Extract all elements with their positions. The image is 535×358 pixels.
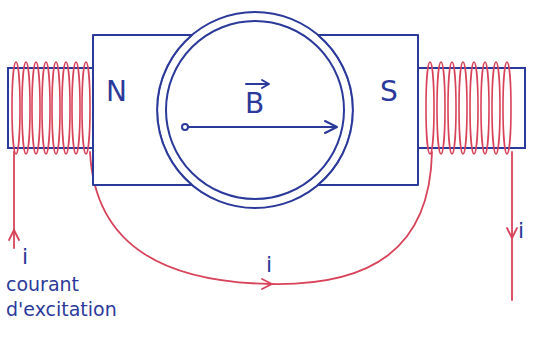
node-outline	[316, 30, 420, 190]
field-arrow	[188, 126, 336, 128]
north-pole-piece: N	[92, 30, 196, 190]
coil-turn	[481, 62, 489, 154]
vector-accent	[246, 83, 268, 85]
circle-outline	[166, 21, 344, 199]
field-symbol: B	[245, 90, 264, 118]
current-arrowhead	[9, 230, 19, 240]
node-outline	[92, 30, 196, 190]
pole-letter: S	[380, 78, 398, 106]
coil-turn	[470, 62, 478, 154]
current-label: i	[266, 254, 272, 276]
coil-turn	[32, 62, 40, 154]
current-arrowhead	[507, 228, 517, 238]
coil-turn	[52, 62, 60, 154]
field-vector	[182, 80, 337, 133]
coil-turn	[437, 62, 445, 154]
left-lead-wire	[13, 152, 15, 248]
vector-accent-head	[262, 80, 269, 88]
coil-turn	[12, 62, 20, 154]
coil-turn	[448, 62, 456, 154]
right-coil	[426, 62, 511, 154]
current-label: i	[518, 220, 524, 242]
current-label: i	[22, 246, 28, 268]
coil-turn	[426, 62, 434, 154]
pole-outline	[318, 35, 418, 185]
coil-turn	[42, 62, 50, 154]
left-coil	[12, 62, 90, 154]
coil-turn	[82, 62, 90, 154]
field-arrowhead	[325, 121, 337, 133]
excitation-label: courant d'excitation	[6, 272, 131, 321]
coil-turn	[492, 62, 500, 154]
wiring	[9, 152, 517, 300]
coil-turn	[72, 62, 80, 154]
current-arrowhead	[262, 279, 272, 289]
right-lead-wire	[511, 152, 513, 300]
coil-turn	[22, 62, 30, 154]
rotor-circle: B	[165, 20, 345, 200]
pole-letter: N	[106, 78, 127, 106]
coil-turn	[503, 62, 511, 154]
coil-turn	[62, 62, 70, 154]
coil-turn	[459, 62, 467, 154]
south-pole-piece: S	[316, 30, 420, 190]
pole-outline	[93, 35, 192, 185]
